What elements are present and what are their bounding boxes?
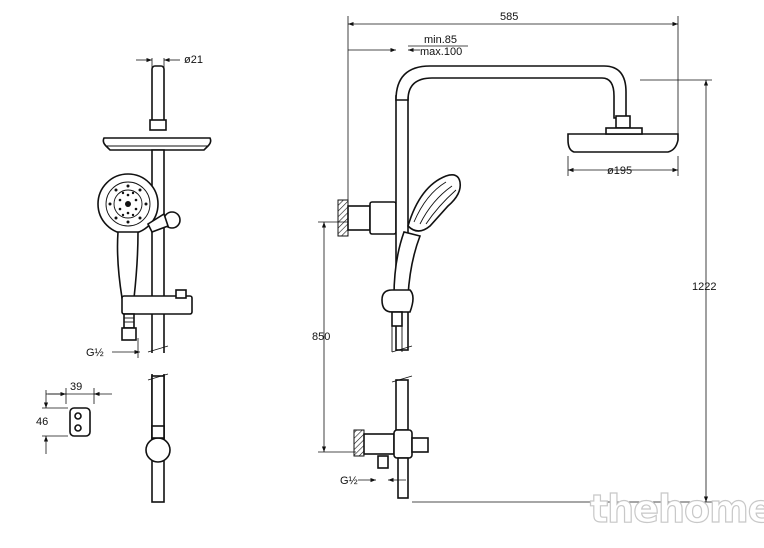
holder-detail bbox=[42, 388, 112, 454]
height-total-label: 1222 bbox=[692, 281, 716, 293]
holder-width-label: 39 bbox=[70, 381, 82, 393]
holder-body bbox=[69, 407, 91, 437]
pipe-diameter-label: ø21 bbox=[184, 54, 203, 66]
watermark: thehome bbox=[590, 487, 764, 531]
slider-height-label: 850 bbox=[312, 331, 330, 343]
inlet-connector bbox=[377, 455, 389, 469]
arm-min-label: min.85 bbox=[424, 34, 457, 46]
outlet-pipe bbox=[397, 457, 409, 499]
top-pipe bbox=[151, 65, 165, 125]
width-total-label: 585 bbox=[500, 11, 518, 23]
hose-nut-front bbox=[391, 311, 403, 327]
slider-block bbox=[121, 295, 193, 315]
pipe-nut bbox=[149, 119, 167, 131]
thread-right-label: G½ bbox=[340, 475, 358, 487]
wall-bracket-top bbox=[347, 205, 371, 231]
wall-bracket-bottom bbox=[363, 433, 395, 455]
bracket-clamp bbox=[369, 201, 397, 235]
hose-connector bbox=[121, 327, 137, 341]
hand-shower-handle bbox=[116, 231, 139, 299]
arm-max-label: max.100 bbox=[420, 46, 462, 58]
slider-button bbox=[175, 289, 187, 299]
diverter-knob bbox=[411, 437, 429, 453]
arm-nut bbox=[615, 115, 631, 129]
hose-nut bbox=[123, 313, 135, 329]
diverter-body bbox=[393, 429, 413, 459]
side-view bbox=[97, 57, 212, 503]
overhead-head-front bbox=[567, 133, 679, 153]
thread-left-label: G½ bbox=[86, 347, 104, 359]
mixer-ball bbox=[145, 437, 171, 463]
wall-top-hatch bbox=[337, 199, 349, 237]
slider-front bbox=[381, 289, 414, 313]
front-view bbox=[318, 16, 712, 503]
overhead-head-side bbox=[102, 137, 212, 151]
hand-shower-face bbox=[97, 173, 159, 235]
overhead-arm bbox=[395, 65, 627, 119]
holder-height-label: 46 bbox=[36, 416, 48, 428]
head-diameter-label: ø195 bbox=[607, 165, 632, 177]
